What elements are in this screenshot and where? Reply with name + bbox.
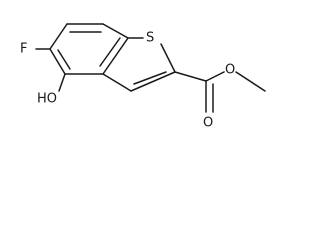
benzothiophene-structure-diagram: F S HO O O (20, 23, 266, 131)
bond-c2-c3-inner (133, 71, 167, 85)
bond-c3a-c7a (102, 37, 129, 75)
hydroxyl-label: HO (37, 92, 57, 107)
sulfur-label: S (146, 31, 154, 46)
bond-c3a-c7a-inner (99, 37, 121, 67)
ester-oxygen-label: O (225, 63, 235, 78)
bond-c3-c3a (102, 73, 132, 92)
bond-c7a-c7 (102, 23, 129, 39)
bond-c2-carbonyl (174, 71, 207, 82)
bond-c5-c4 (49, 48, 66, 75)
bond-ester-o-methyl (235, 71, 266, 92)
bond-c6-c5 (49, 23, 68, 50)
carbonyl-oxygen-label: O (203, 116, 213, 131)
bond-c5-c4-inner (57, 49, 71, 70)
fluorine-label: F (20, 42, 27, 57)
bond-c4-oh (58, 73, 66, 92)
bond-s1-c2 (160, 43, 176, 73)
bond-c2-c3 (130, 71, 176, 92)
bond-carbonyl-ester-o (205, 71, 225, 82)
